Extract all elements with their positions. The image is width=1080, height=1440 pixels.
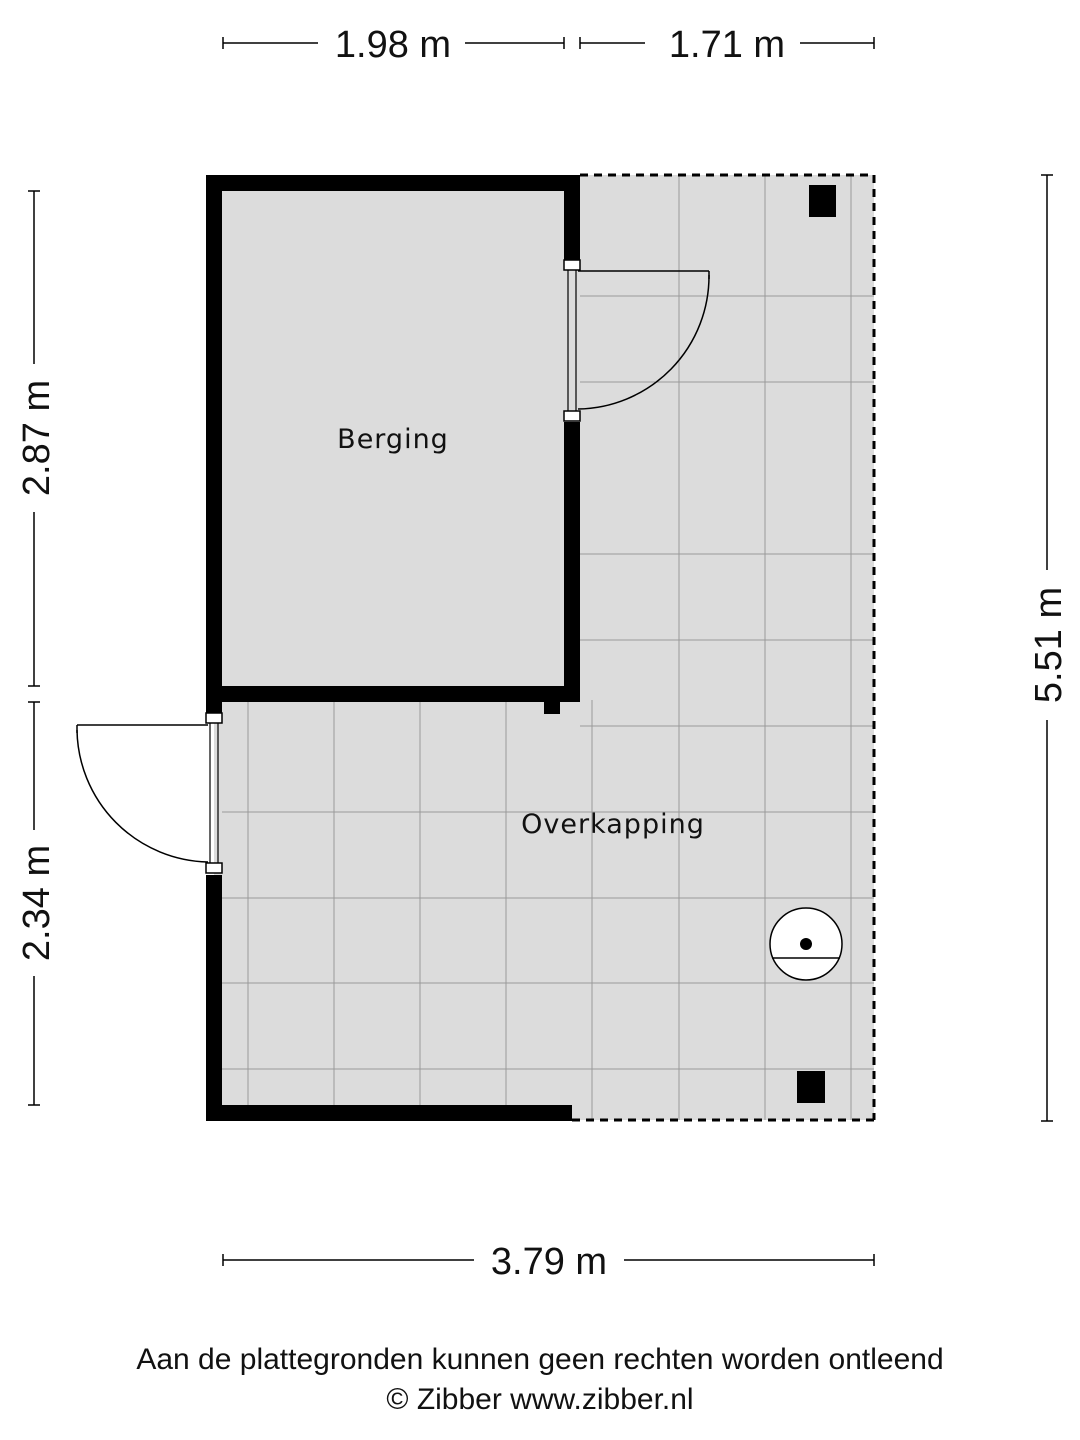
dimension-bottom: 3.79 m <box>491 1241 607 1283</box>
door-jambs <box>205 259 581 874</box>
drain-symbol <box>769 907 843 981</box>
wall-top <box>206 175 580 191</box>
berging-door <box>577 270 710 410</box>
berging-floor <box>214 183 572 695</box>
dimension-top-left: 1.98 m <box>335 24 451 66</box>
dimension-right: 5.51 m <box>1028 587 1070 703</box>
column-top <box>809 185 836 217</box>
wall-left-upper <box>206 175 222 713</box>
canopy-outline <box>572 173 876 1122</box>
floor-areas <box>214 175 874 1120</box>
wall-berging-bottom <box>206 686 580 702</box>
dimension-lines <box>28 37 1053 1266</box>
walls <box>206 175 836 1121</box>
door-frames <box>209 270 577 863</box>
overkapping-floor-right <box>572 175 874 1120</box>
column-bottom <box>797 1071 825 1103</box>
side-door <box>76 724 209 863</box>
wall-left-lower <box>206 875 222 1120</box>
credit-text: © Zibber www.zibber.nl <box>386 1383 694 1416</box>
dimension-left-lower: 2.34 m <box>16 845 58 961</box>
room-label-berging: Berging <box>337 424 449 455</box>
dimension-left-upper: 2.87 m <box>16 380 58 496</box>
wall-berging-right-upper <box>564 175 580 260</box>
disclaimer-text: Aan de plattegronden kunnen geen rechten… <box>136 1343 944 1376</box>
wall-berging-right-lower <box>564 422 580 702</box>
dimension-top-right: 1.71 m <box>669 24 785 66</box>
wall-stub <box>544 700 560 714</box>
tile-grid <box>222 175 874 1120</box>
overkapping-floor-bottom <box>214 695 572 1120</box>
room-label-overkapping: Overkapping <box>521 809 705 840</box>
door-swings <box>76 270 710 863</box>
wall-bottom <box>206 1105 572 1121</box>
